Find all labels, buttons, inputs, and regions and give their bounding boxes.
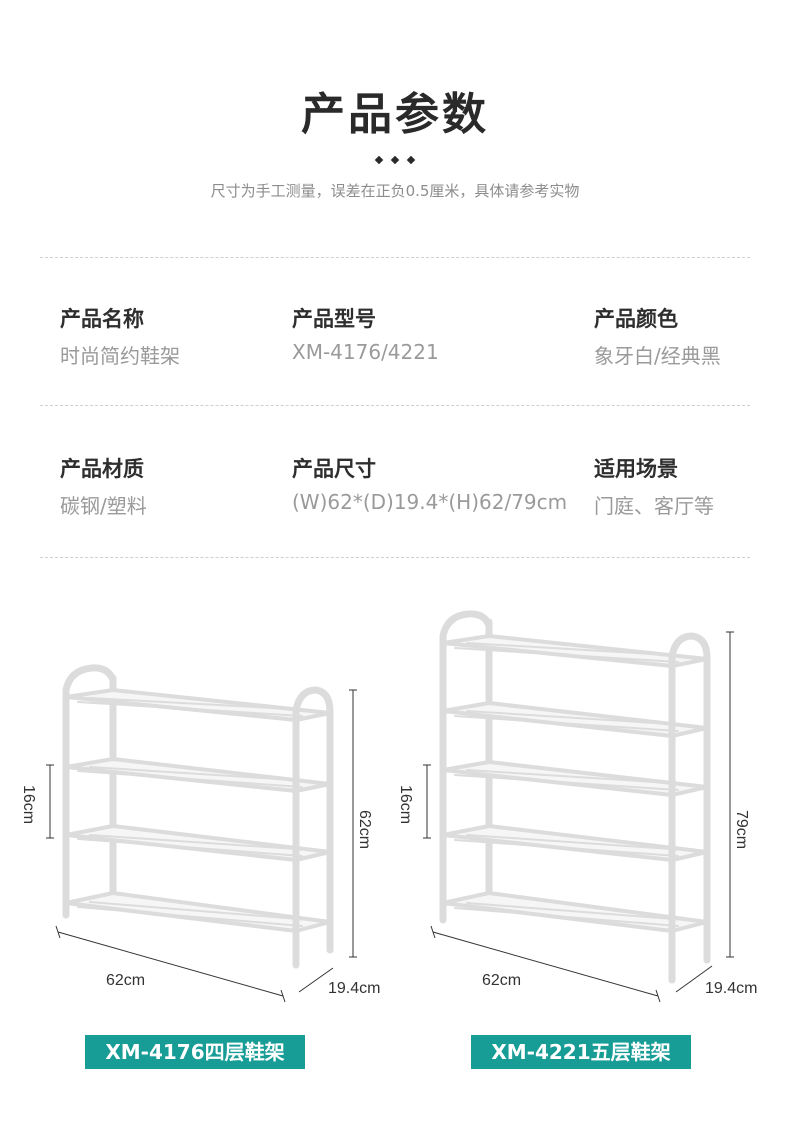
spec-value-name: 时尚简约鞋架 (60, 344, 180, 368)
spec-value-material: 碳钢/塑料 (60, 494, 147, 518)
height-label: 62cm (356, 810, 373, 849)
depth-label: 19.4cm (705, 980, 757, 997)
width-label: 62cm (106, 972, 145, 989)
divider (40, 557, 750, 558)
spec-label-scene: 适用场景 (594, 457, 678, 481)
depth-label: 19.4cm (328, 980, 380, 997)
spec-label-color: 产品颜色 (594, 307, 678, 331)
page-title: 产品参数 (301, 89, 489, 140)
product-badge-4-tier: XM-4176四层鞋架 (85, 1035, 305, 1069)
spec-value-scene: 门庭、客厅等 (594, 494, 714, 518)
spec-value-model: XM-4176/4221 (292, 340, 439, 364)
spec-value-size: (W)62*(D)19.4*(H)62/79cm (292, 490, 568, 514)
measurement-note: 尺寸为手工测量，误差在正负0.5厘米，具体请参考实物 (210, 182, 580, 200)
product-badge-5-tier: XM-4221五层鞋架 (471, 1035, 691, 1069)
spec-label-size: 产品尺寸 (292, 457, 376, 481)
spec-label-material: 产品材质 (60, 457, 144, 481)
spacing-label: 16cm (20, 785, 37, 824)
spacing-label: 16cm (397, 785, 414, 824)
spec-label-name: 产品名称 (60, 307, 144, 331)
divider (40, 405, 750, 406)
divider (40, 257, 750, 258)
height-label: 79cm (733, 810, 750, 849)
spec-value-color: 象牙白/经典黑 (594, 344, 721, 368)
width-label: 62cm (482, 972, 521, 989)
spec-label-model: 产品型号 (292, 307, 376, 331)
